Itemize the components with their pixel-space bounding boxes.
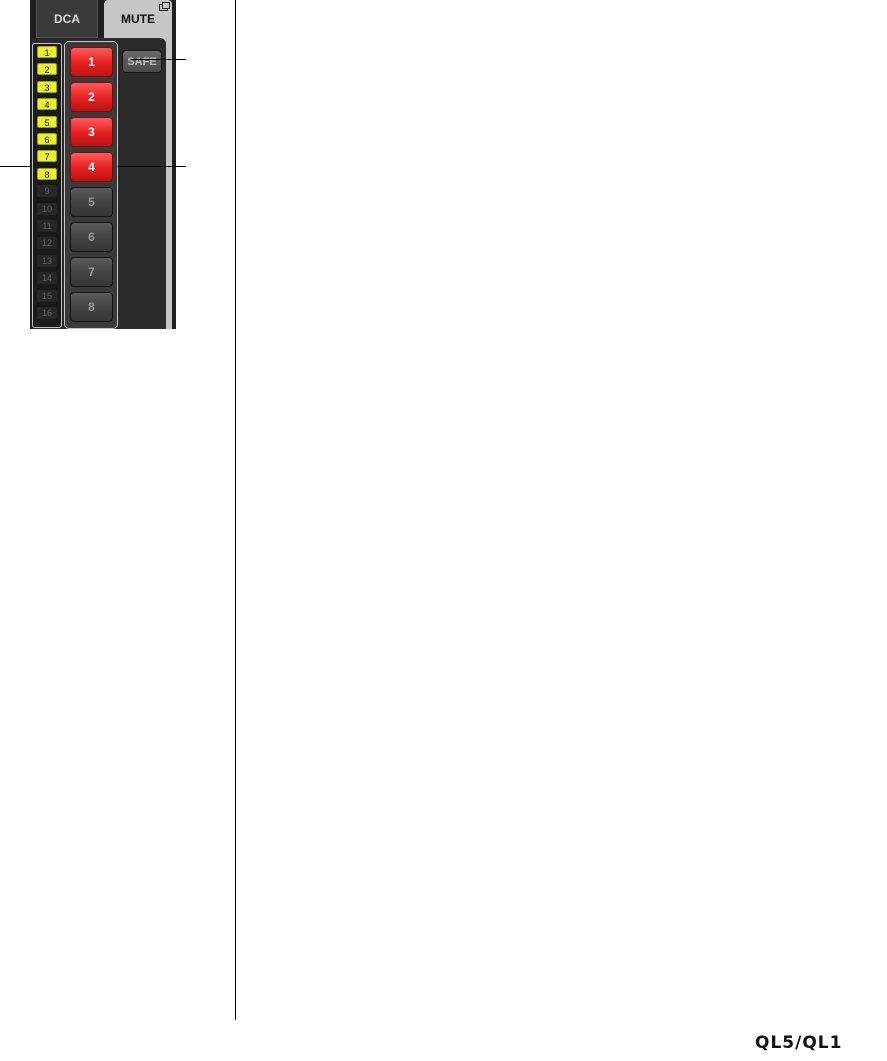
mute-master-button-8[interactable]: 8: [70, 292, 113, 322]
mute-group-indicator-13: 13: [37, 254, 57, 267]
popup-window-icon[interactable]: [159, 2, 170, 11]
callout-line-mute-buttons: [117, 166, 186, 167]
tab-dca-label: DCA: [54, 11, 80, 26]
mute-master-button-4[interactable]: 4: [70, 152, 113, 182]
mute-group-indicator-11: 11: [37, 220, 57, 232]
mute-master-button-5[interactable]: 5: [70, 187, 113, 217]
callout-line-indicators: [0, 166, 31, 167]
column-divider: [235, 0, 236, 1020]
mute-group-indicator-2: 2: [37, 63, 57, 76]
mute-group-indicator-10: 10: [37, 202, 57, 215]
tab-mute-label: MUTE: [121, 12, 155, 26]
mute-group-indicator-15: 15: [37, 289, 57, 302]
mute-master-column: 1 2 3 4 5 6 7 8: [64, 41, 118, 329]
mute-group-indicator-7: 7: [37, 150, 57, 163]
tab-mute[interactable]: MUTE: [104, 0, 172, 38]
callout-line-safe: [131, 59, 186, 60]
mute-group-indicator-8: 8: [37, 167, 57, 180]
mute-group-indicator-16: 16: [37, 307, 57, 319]
tab-dca[interactable]: DCA: [36, 0, 98, 38]
mute-group-indicator-9: 9: [37, 185, 57, 198]
mute-group-indicator-3: 3: [37, 80, 57, 93]
mute-master-button-1[interactable]: 1: [70, 47, 113, 77]
mute-group-indicator-5: 5: [37, 115, 57, 128]
mute-group-indicator-1: 1: [37, 46, 57, 58]
product-logo: QL5/QL1: [755, 1033, 843, 1053]
mute-group-indicator-4: 4: [37, 98, 57, 111]
mute-group-indicator-14: 14: [37, 272, 57, 285]
safe-button[interactable]: SAFE: [122, 50, 162, 73]
mute-master-button-2[interactable]: 2: [70, 82, 113, 112]
mute-master-button-6[interactable]: 6: [70, 222, 113, 252]
mute-master-button-7[interactable]: 7: [70, 257, 113, 287]
mute-group-indicator-6: 6: [37, 133, 57, 145]
mute-group-indicator-12: 12: [37, 237, 57, 250]
mute-master-button-3[interactable]: 3: [70, 117, 113, 147]
